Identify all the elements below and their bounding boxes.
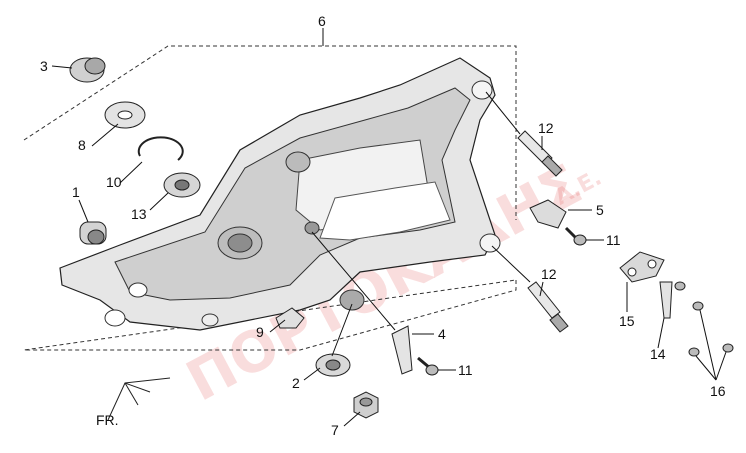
swing-arm-frame xyxy=(59,57,501,331)
front-label: FR. xyxy=(96,412,119,428)
plate-15 xyxy=(619,251,665,283)
nut-7 xyxy=(353,391,379,419)
washer-8 xyxy=(104,101,146,129)
callout-10: 10 xyxy=(106,174,122,190)
callout-8: 8 xyxy=(78,137,86,153)
rod-14 xyxy=(659,281,673,319)
callout-6: 6 xyxy=(318,13,326,29)
clamp-5 xyxy=(529,199,567,229)
callout-11-lower: 11 xyxy=(458,362,473,378)
callout-4: 4 xyxy=(438,326,446,342)
callout-15: 15 xyxy=(619,313,635,329)
callout-14: 14 xyxy=(650,346,666,362)
callout-3: 3 xyxy=(40,58,48,74)
callout-12-top: 12 xyxy=(538,120,554,136)
bushing-3 xyxy=(69,57,106,83)
circlip-10 xyxy=(137,136,184,161)
front-direction-arrow xyxy=(107,377,171,421)
pin-12-top xyxy=(517,130,563,177)
spacer-9 xyxy=(275,307,305,329)
callout-5: 5 xyxy=(596,202,604,218)
callout-7: 7 xyxy=(331,422,339,438)
callout-13: 13 xyxy=(131,206,147,222)
bolt-11-upper xyxy=(564,226,587,246)
callout-2: 2 xyxy=(292,375,300,391)
collar-2 xyxy=(315,353,351,377)
callout-11-upper: 11 xyxy=(606,232,621,248)
callout-16: 16 xyxy=(710,383,726,399)
bolt-11-lower xyxy=(417,356,439,376)
callout-9: 9 xyxy=(256,324,264,340)
callout-12-lower: 12 xyxy=(541,266,557,282)
bushing-13 xyxy=(163,172,201,198)
bushing-1 xyxy=(79,221,107,245)
callout-1: 1 xyxy=(72,184,80,200)
leader-lines xyxy=(51,65,727,427)
bracket-4 xyxy=(391,325,413,375)
bolts-16 xyxy=(674,281,734,357)
pin-12-lower xyxy=(527,281,569,333)
